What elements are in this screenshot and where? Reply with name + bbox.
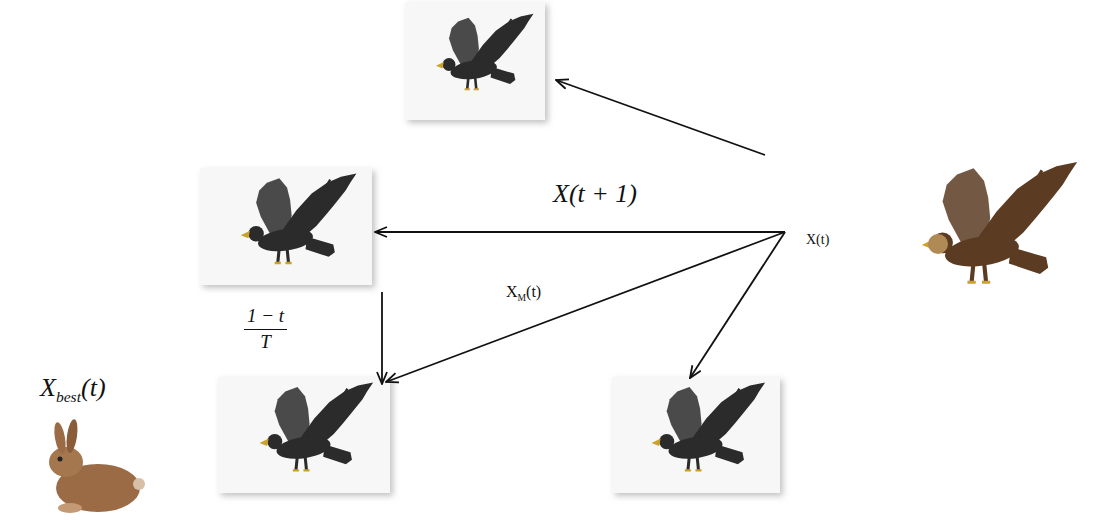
eagle-picture [200, 168, 372, 285]
symbol-text: X(t) [806, 232, 829, 247]
symbol-text: X [40, 373, 56, 402]
symbol-text: (t) [526, 283, 541, 300]
prey-label: Xbest(t) [40, 374, 106, 405]
golden-eagle [922, 162, 1077, 282]
move-arrows [375, 80, 785, 384]
position-label: XM(t) [506, 283, 541, 304]
rabbit [49, 418, 145, 513]
eagle-picture [218, 377, 390, 493]
symbol-text: X [506, 283, 518, 300]
position-label: X(t + 1) [553, 180, 637, 209]
eagle-picture [612, 377, 780, 493]
eagle-picture [405, 2, 545, 120]
denominator: T [260, 330, 271, 353]
subscript: best [56, 388, 81, 405]
subscript: M [518, 292, 527, 303]
numerator: 1 − t [244, 306, 287, 330]
position-label: X(t) [806, 232, 829, 247]
fraction-label: 1 − tT [244, 306, 287, 353]
symbol-text: (t) [81, 373, 106, 402]
symbol-text: X(t + 1) [553, 179, 637, 208]
fraction: 1 − tT [244, 306, 287, 353]
